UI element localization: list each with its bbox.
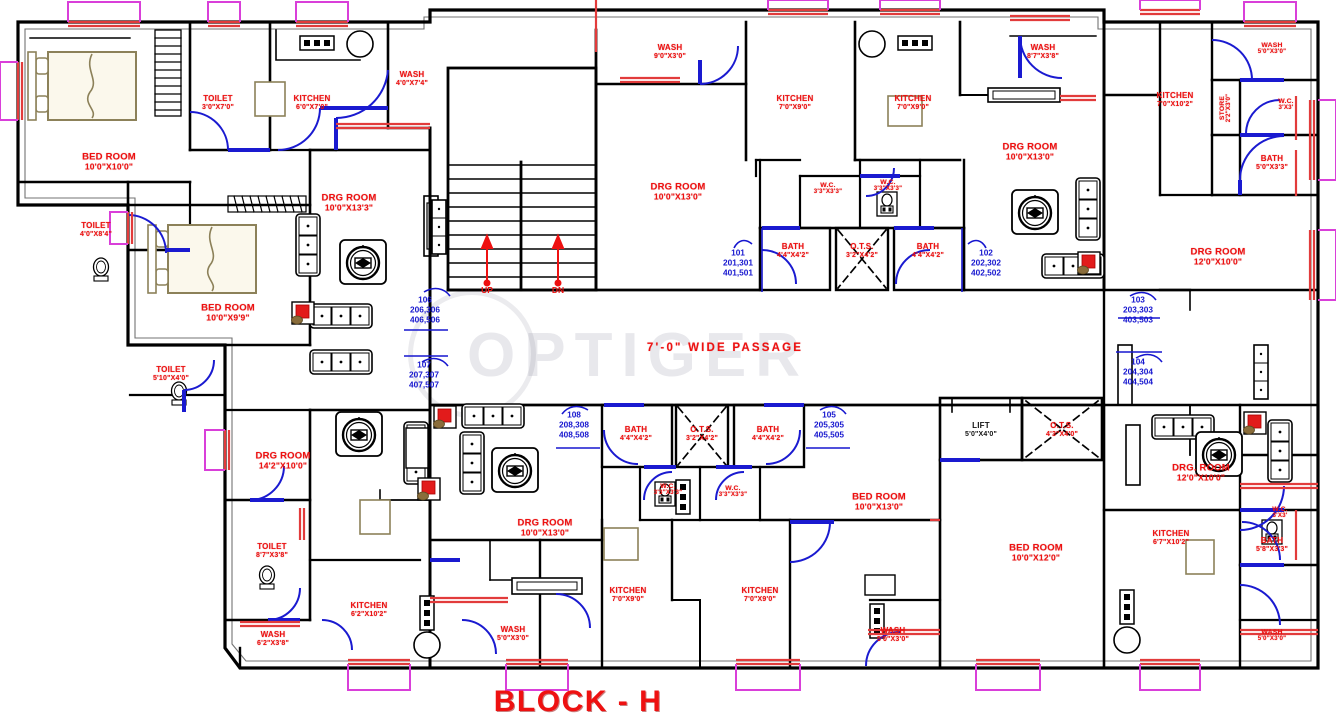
floor-plan-drawing xyxy=(0,0,1336,691)
